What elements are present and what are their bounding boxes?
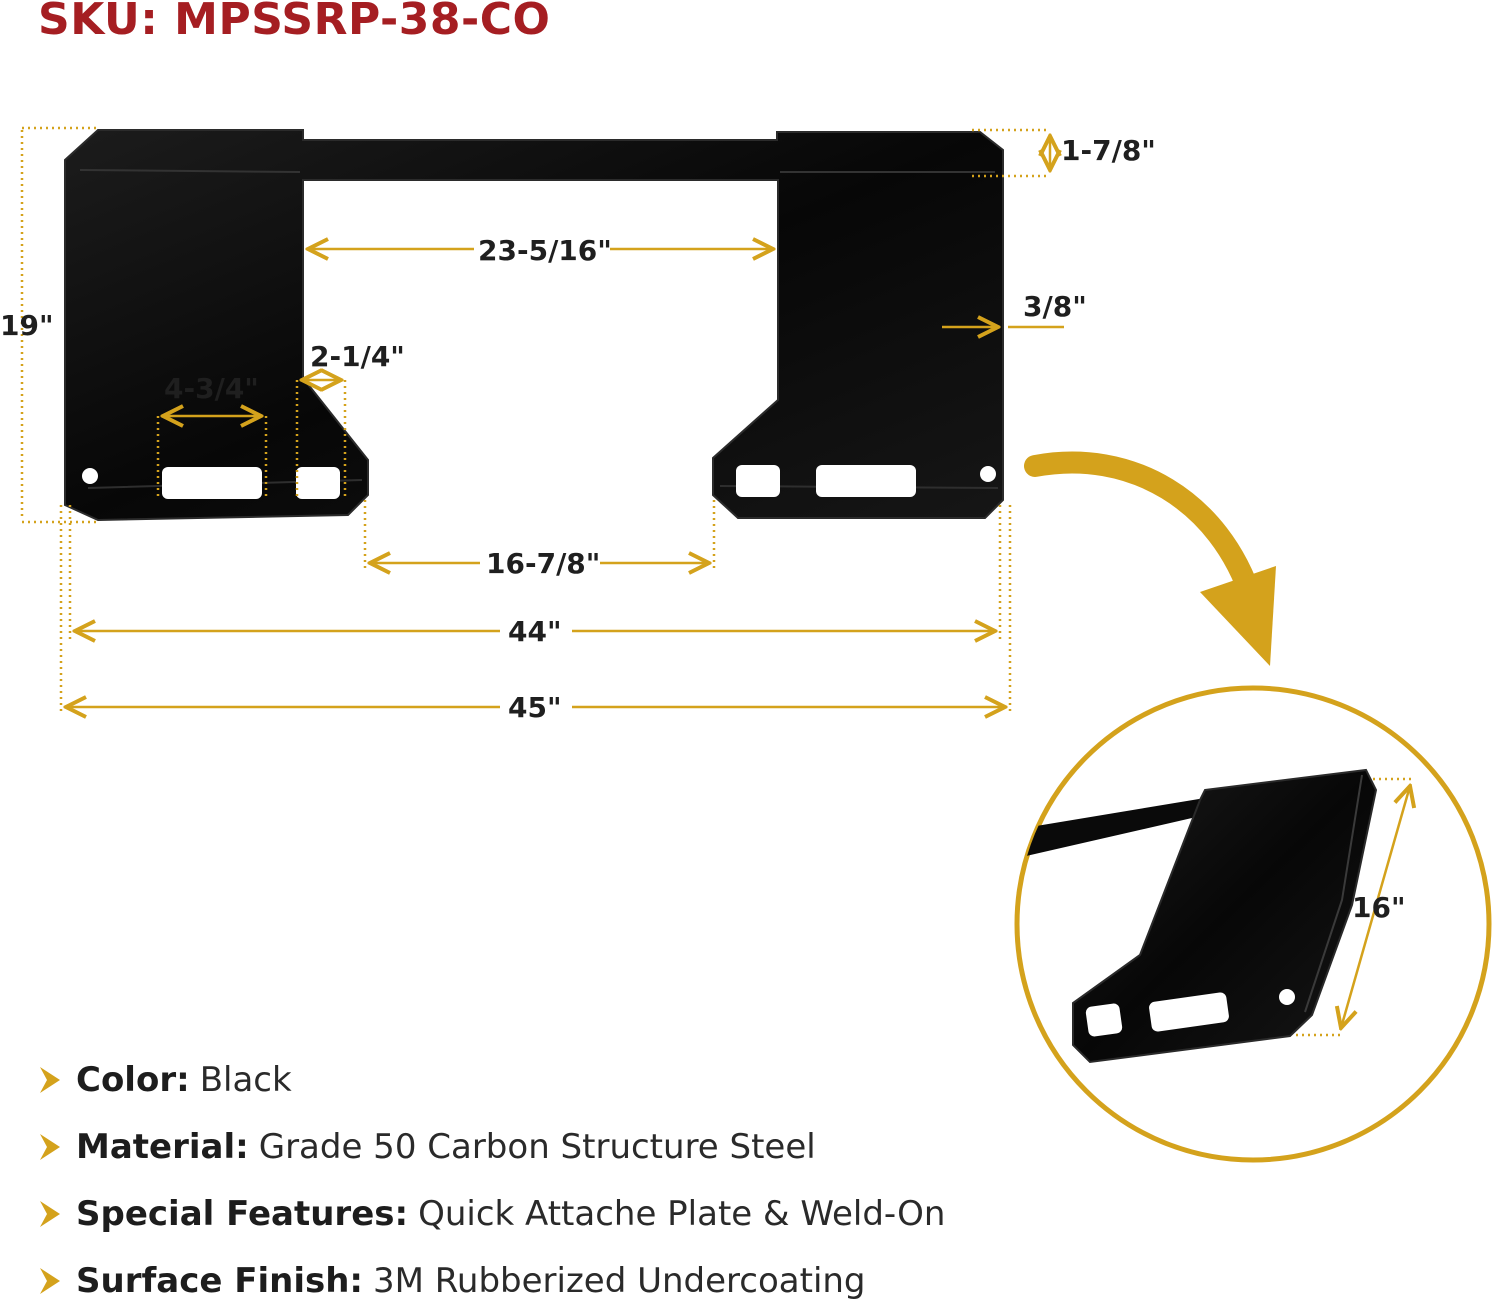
slot-right-small xyxy=(736,465,780,497)
dim-lower-gap: 16-7/8" xyxy=(486,547,600,580)
spec-item: Special Features:Quick Attache Plate & W… xyxy=(38,1180,945,1247)
hole-right xyxy=(980,466,996,482)
chevron-right-icon xyxy=(40,1267,60,1294)
chevron-right-icon xyxy=(40,1066,60,1093)
dim-plate-thickness: 3/8" xyxy=(1023,290,1087,323)
spec-item: Color:Black xyxy=(38,1046,945,1113)
dim-notch: 2-1/4" xyxy=(310,340,405,373)
spec-item: Surface Finish:3M Rubberized Undercoatin… xyxy=(38,1247,945,1314)
dim-upper-gap: 23-5/16" xyxy=(478,234,612,267)
dim-slot: 4-3/4" xyxy=(164,372,259,405)
slot-left-small xyxy=(296,467,340,499)
spec-value: Quick Attache Plate & Weld-On xyxy=(418,1193,946,1234)
spec-key: Surface Finish: xyxy=(76,1260,364,1301)
spec-value: Black xyxy=(199,1059,292,1100)
plate-photo xyxy=(64,129,1004,522)
dim-overall-width: 45" xyxy=(508,691,562,724)
dim-side-plate: 16" xyxy=(1352,891,1406,924)
slot-left-large xyxy=(162,467,262,499)
chevron-right-icon xyxy=(40,1133,60,1160)
slot-right-large xyxy=(816,465,916,497)
curved-arrow-icon xyxy=(1024,451,1276,666)
spec-item: Material:Grade 50 Carbon Structure Steel xyxy=(38,1113,945,1180)
dim-height: 19" xyxy=(0,309,54,342)
spec-key: Special Features: xyxy=(76,1193,409,1234)
spec-key: Material: xyxy=(76,1126,249,1167)
spec-value: Grade 50 Carbon Structure Steel xyxy=(258,1126,816,1167)
dim-inner-width: 44" xyxy=(508,615,562,648)
spec-value: 3M Rubberized Undercoating xyxy=(373,1260,866,1301)
sku-title: SKU: MPSSRP-38-CO xyxy=(38,0,551,45)
spec-key: Color: xyxy=(76,1059,190,1100)
hole-left xyxy=(82,468,98,484)
chevron-right-icon xyxy=(40,1200,60,1227)
dim-top-lip: 1-7/8" xyxy=(1061,134,1156,167)
dimension-guides xyxy=(20,126,1064,712)
detail-zoom-circle: 16" xyxy=(1014,685,1492,1163)
